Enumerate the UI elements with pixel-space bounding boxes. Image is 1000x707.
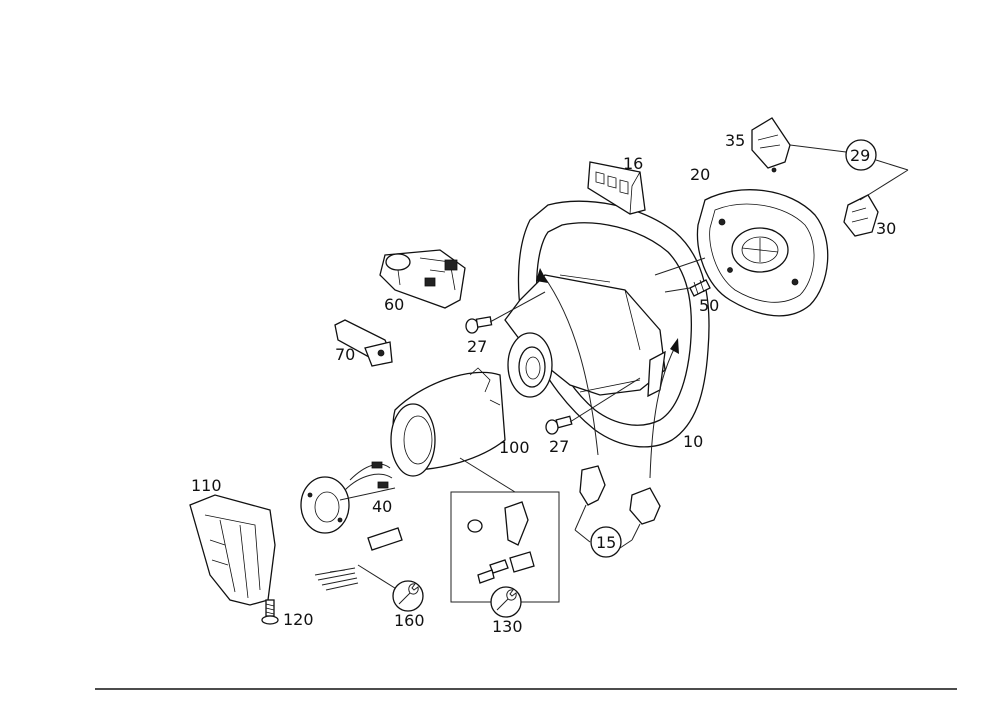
label-circle-29: [845, 139, 877, 171]
label-27-upper: 27: [467, 337, 487, 356]
connector-kit: [314, 527, 403, 591]
screw-27-lower: [545, 415, 573, 435]
contact-unit: [300, 461, 396, 534]
leader-lines: [357, 144, 909, 605]
column-cover: [390, 367, 506, 477]
label-160: 160: [394, 611, 425, 630]
clock-spring-unit: [379, 249, 466, 309]
label-60: 60: [384, 295, 404, 314]
switch-35: [751, 117, 791, 173]
label-16: 16: [623, 154, 643, 173]
trim-cover-left: [579, 465, 606, 506]
wrench-callout-130: [490, 586, 522, 618]
switch-block: [587, 161, 646, 215]
switch-30: [843, 194, 879, 237]
label-20: 20: [690, 165, 710, 184]
label-70: 70: [335, 345, 355, 364]
label-40: 40: [372, 497, 392, 516]
bracket-110: [189, 494, 276, 606]
label-29: 29: [850, 146, 870, 165]
label-27-lower: 27: [549, 437, 569, 456]
label-130: 130: [492, 617, 523, 636]
label-30: 30: [876, 219, 896, 238]
label-10: 10: [683, 432, 703, 451]
label-15: 15: [596, 533, 616, 552]
screw-50: [689, 279, 711, 297]
label-100: 100: [499, 438, 530, 457]
trim-cover-right: [629, 487, 661, 525]
label-35: 35: [725, 131, 745, 150]
assembly-arrows: [536, 268, 679, 479]
sensor-70: [334, 319, 393, 367]
label-110: 110: [191, 476, 222, 495]
label-120: 120: [283, 610, 314, 629]
repair-kit-box: [450, 491, 560, 603]
screw-27-upper: [465, 316, 493, 334]
wrench-callout-160: [392, 580, 424, 612]
airbag-module: [696, 189, 829, 317]
bolt-120: [261, 599, 279, 625]
steering-wheel: [504, 200, 710, 448]
label-50: 50: [699, 296, 719, 315]
label-circle-15: [590, 526, 622, 558]
